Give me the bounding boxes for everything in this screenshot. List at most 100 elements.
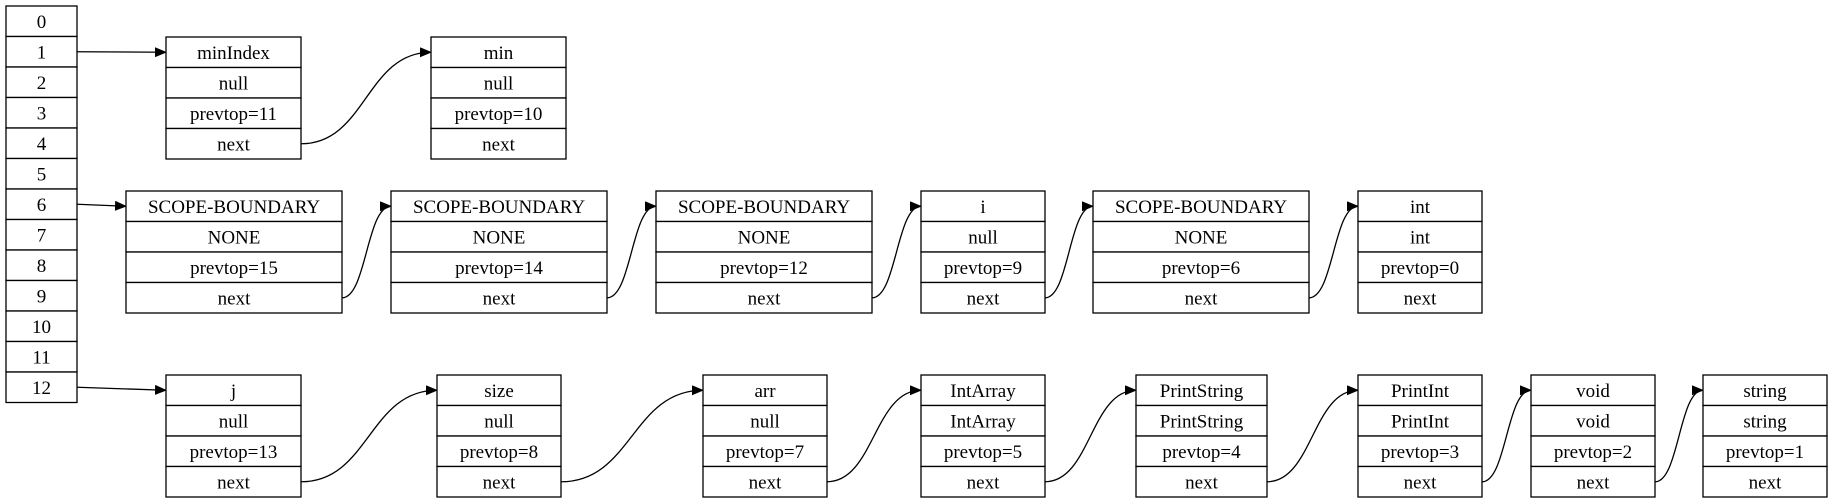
table-cell: 4 — [5, 127, 78, 160]
record-next-field: next — [217, 472, 250, 493]
table-index-label: 8 — [37, 256, 47, 277]
record-next-field-box — [1357, 465, 1483, 498]
next-pointer-arrow — [1044, 385, 1137, 483]
record-next-field-box — [165, 465, 302, 498]
record-next-field-box — [430, 127, 567, 160]
record-next-field: next — [1185, 472, 1218, 493]
next-pointer-arrow — [1266, 385, 1359, 483]
symbol-records: minIndexnullprevtop=11nextminnullprevtop… — [125, 36, 1828, 498]
record-type-field: void — [1576, 411, 1610, 432]
record-name-field-box — [1357, 190, 1483, 223]
record-type-field: string — [1743, 411, 1787, 432]
next-pointer-arrow — [1044, 201, 1094, 299]
record-type-field-box — [1530, 404, 1656, 437]
table-cell: 5 — [5, 157, 78, 190]
next-pointer-arrow — [871, 201, 922, 299]
table-cell: 9 — [5, 279, 78, 312]
table-cell-box — [5, 96, 78, 129]
table-cell: 8 — [5, 249, 78, 282]
record-name-field: string — [1743, 381, 1787, 402]
table-index-label: 0 — [37, 12, 47, 33]
table-cell: 2 — [5, 66, 78, 99]
record-prevtop-field: prevtop=3 — [1381, 442, 1459, 463]
record-next-field-box — [655, 281, 873, 314]
record-next-field-box — [436, 465, 562, 498]
record-prevtop-field-box — [702, 435, 828, 468]
record-name-field: IntArray — [950, 381, 1016, 402]
record-prevtop-field: prevtop=15 — [190, 258, 278, 279]
record-name-field: j — [230, 381, 236, 402]
record-type-field: null — [750, 411, 780, 432]
record-prevtop-field-box — [436, 435, 562, 468]
next-pointer-arrow — [341, 201, 392, 299]
record-prevtop-field: prevtop=9 — [944, 258, 1022, 279]
record-prevtop-field-box — [165, 97, 302, 130]
record-type-field: NONE — [1175, 227, 1228, 248]
record-next-field-box — [125, 281, 343, 314]
record-prevtop-field-box — [655, 251, 873, 284]
record-type-field-box — [1357, 404, 1483, 437]
record-next-field: next — [483, 288, 516, 309]
next-pointer-arrow — [300, 385, 438, 483]
record-name-field: int — [1410, 197, 1431, 218]
record-next-field-box — [1135, 465, 1268, 498]
record-name-field: SCOPE-BOUNDARY — [148, 197, 320, 218]
table-cell-box — [5, 371, 78, 404]
record-type-field-box — [655, 220, 873, 253]
record-name-field-box — [1357, 374, 1483, 407]
record-prevtop-field-box — [1357, 435, 1483, 468]
table-cell: 6 — [5, 188, 78, 221]
record-name-field: PrintString — [1160, 381, 1244, 402]
record-next-field: next — [218, 288, 251, 309]
record-name-field-box — [655, 190, 873, 223]
record-prevtop-field: prevtop=11 — [190, 104, 277, 125]
record-prevtop-field: prevtop=6 — [1162, 258, 1240, 279]
pointer-arrows — [76, 47, 1704, 483]
table-index-label: 9 — [37, 286, 47, 307]
table-cell: 3 — [5, 96, 78, 129]
record-type-field: NONE — [738, 227, 791, 248]
record-prevtop-field: prevtop=5 — [944, 442, 1022, 463]
table-index-label: 7 — [37, 225, 47, 246]
record-type-field: null — [968, 227, 998, 248]
record-next-field-box — [390, 281, 608, 314]
record-next-field: next — [1404, 472, 1437, 493]
next-pointer-arrow — [560, 385, 704, 483]
table-cell: 0 — [5, 5, 78, 38]
record-next-field-box — [1702, 465, 1828, 498]
record-prevtop-field: prevtop=13 — [190, 442, 278, 463]
record-type-field: IntArray — [950, 411, 1016, 432]
record-type-field-box — [430, 66, 567, 99]
table-cell: 12 — [5, 371, 78, 404]
table-cell-box — [5, 35, 78, 68]
record-type-field: null — [484, 411, 514, 432]
record-name-field: PrintInt — [1391, 381, 1450, 402]
record-name-field-box — [1530, 374, 1656, 407]
record-name-field-box — [920, 374, 1046, 407]
table-index-label: 1 — [37, 42, 47, 63]
record-next-field: next — [1185, 288, 1218, 309]
record-name-field: i — [980, 197, 985, 218]
record-type-field-box — [920, 220, 1046, 253]
record-next-field-box — [1357, 281, 1483, 314]
record-next-field: next — [749, 472, 782, 493]
record-name-field-box — [1135, 374, 1268, 407]
record-prevtop-field: prevtop=10 — [455, 104, 543, 125]
record-next-field: next — [217, 134, 250, 155]
table-cell: 10 — [5, 310, 78, 343]
record-next-field: next — [483, 472, 516, 493]
table-cell-box — [5, 279, 78, 312]
record-prevtop-field-box — [1530, 435, 1656, 468]
record-name-field-box — [920, 190, 1046, 223]
record-next-field-box — [920, 465, 1046, 498]
record-prevtop-field: prevtop=0 — [1381, 258, 1459, 279]
